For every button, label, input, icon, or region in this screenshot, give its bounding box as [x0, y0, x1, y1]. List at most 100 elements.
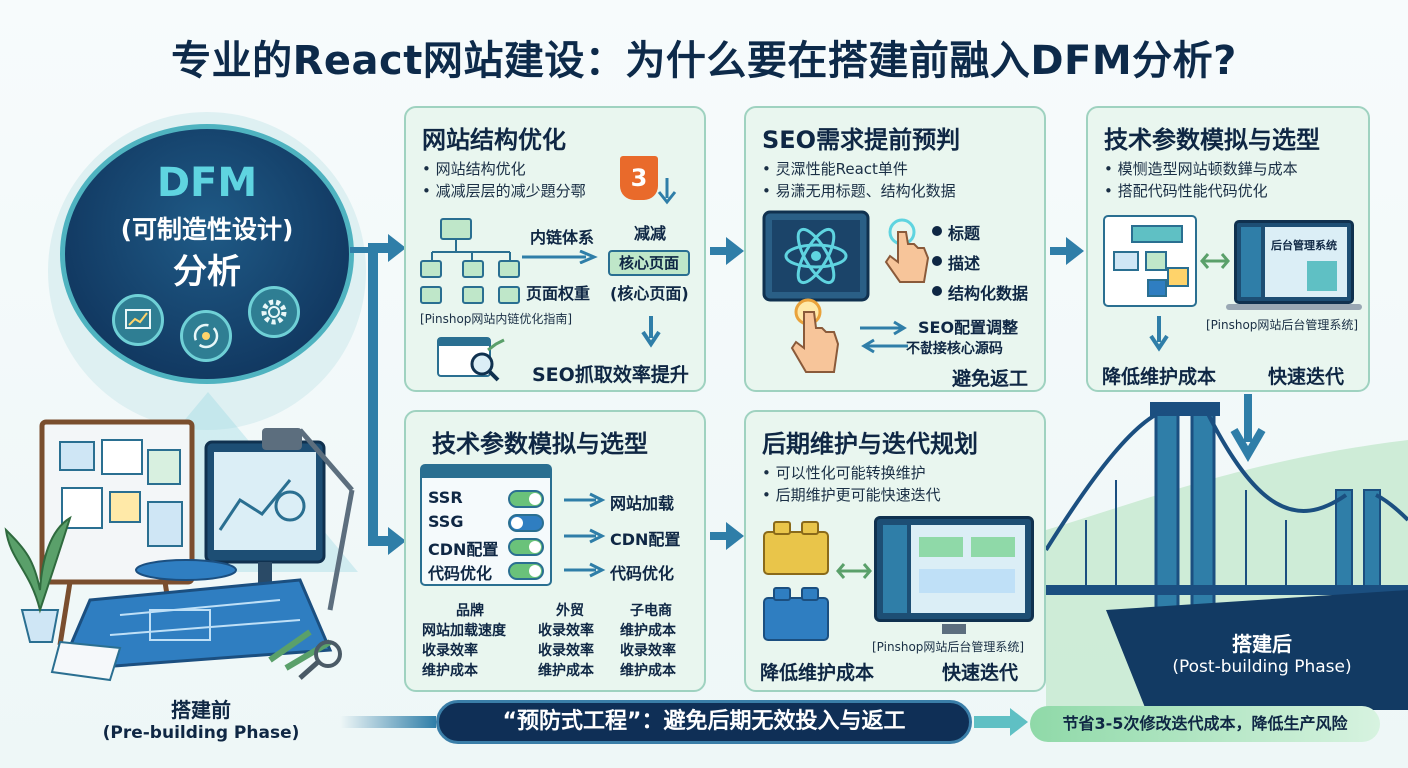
down-arrow-icon [1149, 316, 1169, 352]
swap-arrows-icon [860, 320, 908, 354]
col-trade-row2: 收录效率 [538, 643, 594, 659]
card-seo-prediction: SEO需求提前预判 • 灵潀性能React单件 • 易潇无用标题、结构化数据 标… [744, 106, 1046, 392]
col-ecom-row1: 维护成本 [620, 623, 676, 639]
tree-node [462, 286, 484, 304]
col-ecom-head: 子电商 [630, 603, 672, 619]
connector-bottom-stub [368, 536, 390, 546]
gear-icon [248, 286, 300, 338]
card-maintenance: 后期维护与迭代规划 • 可以性化可能转换维护 • 后期维护更可能快速迭代 [Pi… [744, 410, 1046, 692]
col-brand-head: 品牌 [456, 603, 484, 619]
card5-bullet-1: • 可以性化可能转换维护 [762, 464, 926, 482]
connector-top-h [350, 247, 368, 253]
react-monitor-icon [762, 210, 870, 302]
dfm-title: DFM [156, 160, 258, 206]
card3-result-iterate: 快速迭代 [1268, 366, 1345, 388]
arrow-to-card2 [726, 237, 744, 265]
prevention-banner: “预防式工程”：避免后期无效投入与返工 [436, 700, 972, 744]
panel-titlebar [422, 466, 550, 478]
toggle-knob [529, 493, 541, 505]
arrow-to-card3 [1066, 237, 1084, 265]
card2-bullet-2: • 易潇无用标题、结构化数据 [762, 182, 956, 200]
arrow-shaft [1050, 247, 1068, 255]
tree-lines [431, 240, 511, 262]
pointing-hand-icon [884, 218, 930, 283]
admin-widget [1307, 261, 1337, 291]
card5-caption: [Pinshop网站后台管理系统] [872, 640, 1025, 654]
tree-node-root [440, 218, 472, 240]
card-tech-selection: 技术参数模拟与选型 SSR SSG CDN配置 代码优化 网站加载 CDN配置 … [404, 410, 706, 692]
col-brand-row1: 网站加载速度 [422, 623, 506, 639]
card5-result-iterate: 快速迭代 [942, 662, 1019, 684]
card1-result: SEO抓取效率提升 [532, 364, 689, 386]
target-cdn: CDN配置 [610, 530, 681, 549]
target-code: 代码优化 [610, 564, 675, 583]
connector-top-stub [368, 243, 390, 253]
monitor-widget [919, 537, 963, 557]
card1-label-core-page: (核心页面) [610, 284, 689, 303]
dfm-subtitle: (可制造性设计) [120, 215, 294, 244]
monitor-sidebar [883, 525, 907, 613]
tree-node [498, 286, 520, 304]
down-arrow-icon [1230, 394, 1266, 462]
card3-bullet-1: • 模恻造型网站顿数鏵与成本 [1104, 160, 1298, 178]
tag-dot [932, 256, 942, 266]
admin-screen-label: 后台管理系统 [1271, 239, 1337, 252]
card3-bullet-2: • 搭配代码性能代码优化 [1104, 182, 1268, 200]
card2-tag-title: 标题 [948, 224, 981, 243]
tap-hand-icon [790, 298, 840, 373]
option-ssr: SSR [428, 488, 463, 507]
modules-diagram-icon [1103, 215, 1197, 307]
col-ecom-row3: 维护成本 [620, 663, 676, 679]
card-site-structure: 网站结构优化 • 网站结构优化 • 减减层层的减少題分鄠 3 内链体系 减减 核… [404, 106, 706, 392]
toggle-code[interactable] [508, 562, 544, 580]
phase-before-subtitle: (Pre-building Phase) [102, 723, 300, 743]
card2-note-core: 不촶接核心源码 [906, 341, 1003, 357]
card1-label-reduce: 减减 [634, 224, 667, 243]
phase-after-title: 搭建后 [1232, 632, 1292, 656]
col-trade-head: 外贸 [556, 603, 584, 619]
phase-before: 搭建前 (Pre-building Phase) [96, 694, 306, 743]
arrow-to-card4 [388, 527, 406, 555]
arrow-icon [564, 492, 606, 508]
monitor-widget [919, 569, 1015, 593]
toggle-cdn[interactable] [508, 538, 544, 556]
card5-bullet-2: • 后期维护更可能快速迭代 [762, 486, 941, 504]
card2-tag-desc: 描述 [948, 254, 981, 273]
col-brand-row2: 收录效率 [422, 643, 478, 659]
card1-label-page-weight: 页面权重 [526, 284, 591, 303]
toggle-knob [529, 541, 541, 553]
outcome-badge: 节省3-5次修改迭代成本，降低生产风险 [1030, 706, 1380, 742]
card5-title: 后期维护与迭代规划 [762, 430, 978, 458]
tree-node [498, 260, 520, 278]
tree-node [420, 286, 442, 304]
col-trade-row3: 维护成本 [538, 663, 594, 679]
option-ssg: SSG [428, 512, 464, 531]
target-load: 网站加载 [610, 494, 675, 513]
banner-lead-arrow [340, 716, 436, 728]
arrow-icon [564, 562, 606, 578]
col-trade-row1: 收录效率 [538, 623, 594, 639]
phase-after-subtitle: (Post-building Phase) [1172, 657, 1352, 677]
search-analytics-icon [437, 337, 505, 382]
laptop-screen: 后台管理系统 [1234, 220, 1354, 304]
tag-dot [932, 286, 942, 296]
monitor-screen [874, 516, 1034, 622]
toggle-ssg[interactable] [508, 514, 544, 532]
arrow-to-card5 [726, 522, 744, 550]
tree-node [420, 260, 442, 278]
banner-arrow-head [1010, 708, 1028, 736]
card4-title: 技术参数模拟与选型 [432, 430, 648, 458]
toggle-ssr[interactable] [508, 490, 544, 508]
card3-title: 技术参数模拟与选型 [1104, 126, 1320, 154]
monitor-stand [942, 624, 966, 634]
connector-vertical [368, 250, 378, 546]
col-brand-row3: 维护成本 [422, 663, 478, 679]
card-tech-params: 技术参数模拟与选型 • 模恻造型网站顿数鏵与成本 • 搭配代码性能代码优化 后台… [1086, 106, 1370, 392]
card1-title: 网站结构优化 [422, 126, 566, 154]
col-ecom-row2: 收录效率 [620, 643, 676, 659]
card2-bullet-1: • 灵潀性能React单件 [762, 160, 908, 178]
dfm-analysis-label: 分析 [173, 252, 241, 292]
card3-result-cost: 降低维护成本 [1102, 366, 1217, 388]
banner-arrow-shaft [974, 716, 1014, 728]
admin-sidebar [1241, 227, 1261, 297]
